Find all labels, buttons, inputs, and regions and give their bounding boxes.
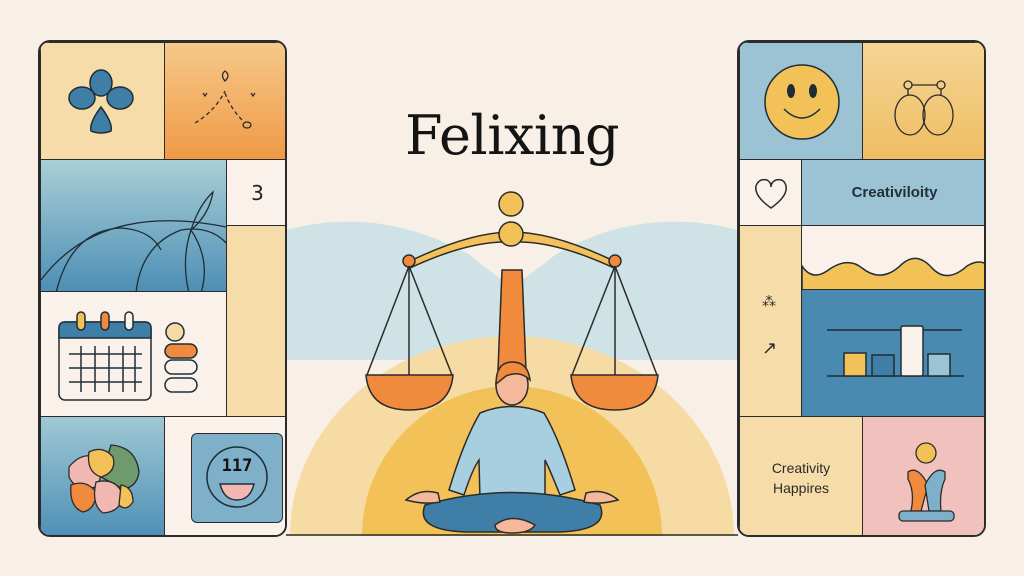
glyph-tile: ⁂ ↗	[739, 225, 802, 417]
face-text: 117	[221, 456, 253, 476]
figure-tile	[862, 416, 984, 535]
number-tile: 3	[226, 159, 285, 226]
earrings-icon	[894, 80, 954, 136]
right-hill	[485, 221, 738, 360]
caption-tile: Creativity Happires	[739, 416, 863, 535]
hills-icon	[40, 190, 232, 294]
left-hill	[286, 221, 540, 360]
sparkle-icon: ⁂	[762, 293, 776, 309]
face-tile: 117	[164, 416, 285, 535]
wave-tile	[801, 225, 984, 292]
meditating-figures-icon	[898, 442, 955, 522]
yellow-strip-tile	[226, 225, 285, 417]
label-tile: Creativiloity	[801, 159, 984, 226]
flower-tile	[40, 42, 165, 160]
face-icon	[206, 446, 268, 508]
flower-icon	[68, 69, 134, 134]
blob-tile	[40, 416, 165, 535]
calendar-icon	[58, 311, 198, 401]
bar-chart-icon	[827, 325, 964, 377]
earrings-tile	[862, 42, 984, 160]
arrow-icon: ↗	[762, 338, 778, 358]
bars-tile	[801, 289, 984, 417]
smiley-tile	[739, 42, 863, 160]
heart-icon	[755, 178, 787, 209]
meditating-person-icon	[404, 361, 620, 534]
hills-tile	[40, 159, 232, 294]
smiley-icon	[764, 64, 840, 140]
caption-line-1: Creativity	[771, 459, 831, 476]
heart-tile	[739, 159, 802, 226]
calendar-tile	[40, 291, 227, 417]
page-title: Felixing	[404, 104, 620, 167]
caption-line-2: Happires	[772, 479, 830, 496]
face-card: 117	[191, 433, 283, 523]
right-panel: Creativiloity ⁂ ↗ Creativity Happires	[737, 40, 986, 537]
blob-cluster-icon	[68, 444, 140, 514]
path-tile	[164, 42, 285, 160]
left-panel: 3	[38, 40, 287, 537]
dotted-path-icon	[194, 70, 256, 129]
balance-scale-icon	[365, 191, 659, 411]
wave-icon	[801, 257, 984, 292]
